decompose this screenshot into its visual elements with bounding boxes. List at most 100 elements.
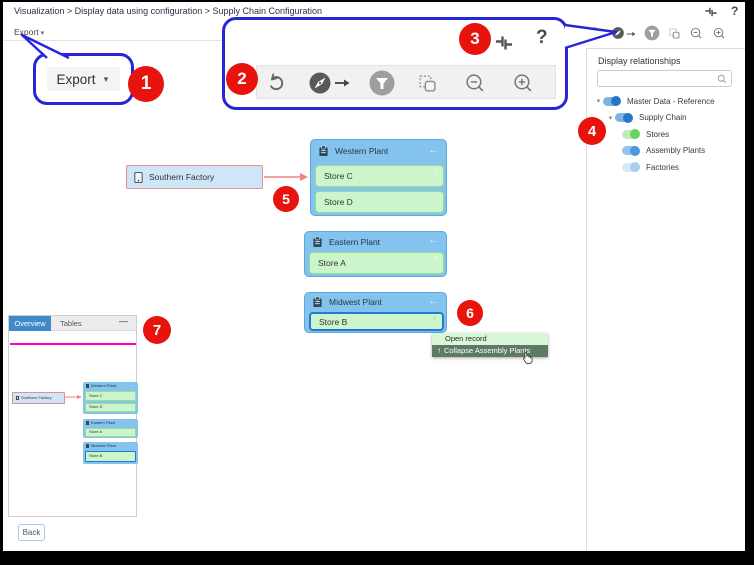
- export-menu-label: Export: [14, 27, 39, 37]
- plant-title: Midwest Plant: [329, 297, 382, 307]
- relationship-tree: ▾ Master Data - Reference ▾ Supply Chain…: [587, 93, 745, 176]
- navigate-arrow-icon: [334, 77, 350, 89]
- factory-icon: [134, 171, 143, 183]
- callout-badge-6: 6: [457, 300, 483, 326]
- callout-badge-3: 3: [459, 23, 491, 55]
- panel-title: Display relationships: [598, 56, 681, 66]
- tree-row-stores: Stores: [587, 126, 745, 143]
- eastern-plant-group[interactable]: Eastern Plant ← Store A ↑: [304, 231, 447, 277]
- collapse-up-arrow-icon[interactable]: ↑: [433, 166, 439, 176]
- collapse-left-arrow-icon[interactable]: ←: [428, 234, 439, 246]
- fit-view-icon[interactable]: [704, 5, 718, 19]
- callout-badge-4: 4: [578, 117, 606, 145]
- collapse-left-arrow-icon[interactable]: ←: [428, 144, 439, 156]
- mini-label: Store B: [89, 453, 103, 458]
- copy-icon[interactable]: [417, 73, 438, 94]
- plant-icon: [313, 296, 322, 308]
- plant-title: Western Plant: [335, 146, 389, 156]
- minimap-midwest-plant: Midwest Plant← Store B: [83, 442, 138, 464]
- filter-icon[interactable]: [369, 70, 395, 96]
- toggle-assembly-plants[interactable]: [622, 145, 640, 156]
- tree-expand-icon[interactable]: ▾: [608, 114, 613, 122]
- tab-tables[interactable]: Tables: [60, 318, 82, 328]
- tree-row-master-data: ▾ Master Data - Reference: [587, 93, 745, 110]
- minimap-eastern-plant: Eastern Plant← Store A: [83, 419, 138, 438]
- back-button[interactable]: Back: [18, 524, 45, 541]
- zoom-in-icon[interactable]: [513, 73, 534, 94]
- mini-label: Store A: [89, 429, 103, 434]
- overview-panel: Overview Tables — Southern Factory Weste…: [8, 315, 138, 517]
- collapse-left-arrow-icon[interactable]: ←: [428, 295, 439, 307]
- toggle-supply-chain[interactable]: [615, 112, 633, 123]
- minimap-southern-factory: Southern Factory: [12, 392, 65, 404]
- navigate-compass-icon[interactable]: [308, 71, 332, 95]
- plant-icon: [313, 235, 322, 247]
- mini-label: Midwest Plant: [91, 443, 116, 448]
- chevron-down-icon: ▾: [103, 73, 109, 84]
- callout-badge-1: 1: [128, 66, 164, 102]
- navigate-arrow-icon: [626, 30, 636, 38]
- tree-label: Master Data - Reference: [627, 96, 715, 106]
- southern-factory-node[interactable]: Southern Factory: [126, 165, 263, 189]
- tab-overview[interactable]: Overview: [9, 315, 51, 331]
- mini-label: Store C: [89, 392, 103, 398]
- export-button-zoomed[interactable]: Export ▾: [47, 67, 120, 91]
- store-c-node[interactable]: Store C ↑: [315, 165, 444, 187]
- midwest-plant-group[interactable]: Midwest Plant ← Store B ↑: [304, 292, 447, 333]
- tree-label: Factories: [646, 162, 679, 172]
- tree-label: Supply Chain: [639, 113, 687, 123]
- zoom-in-icon[interactable]: [713, 27, 726, 40]
- toolbar-strip: [256, 65, 556, 99]
- collapse-up-arrow-icon[interactable]: ↑: [432, 314, 438, 324]
- plant-header[interactable]: Eastern Plant ←: [305, 232, 446, 251]
- store-label: Store D: [324, 197, 353, 207]
- copy-icon[interactable]: [668, 27, 681, 40]
- display-relationships-panel: Display relationships ▾ Master Data - Re…: [586, 48, 745, 551]
- plant-icon: [319, 145, 328, 157]
- search-box[interactable]: [597, 70, 732, 87]
- factory-icon: [16, 396, 19, 400]
- zoom-out-icon[interactable]: [465, 73, 486, 94]
- tree-label: Stores: [646, 129, 670, 139]
- filter-icon[interactable]: [644, 25, 660, 41]
- undo-icon[interactable]: [590, 26, 603, 39]
- toggle-stores[interactable]: [622, 129, 640, 140]
- store-d-node[interactable]: Store D: [315, 191, 444, 213]
- context-menu-open-record[interactable]: Open record: [432, 333, 548, 345]
- overview-tab-bar: Overview Tables —: [9, 315, 136, 331]
- callout-badge-2: 2: [226, 63, 258, 95]
- left-arrow-icon: ←: [131, 382, 136, 388]
- toggle-master-data[interactable]: [603, 96, 621, 107]
- undo-icon[interactable]: [265, 72, 287, 94]
- callout-bubble-export: Export ▾: [33, 53, 134, 105]
- navigate-compass-icon[interactable]: [611, 26, 625, 40]
- export-label: Export: [56, 71, 96, 87]
- help-icon[interactable]: ?: [731, 4, 739, 18]
- left-arrow-icon: ←: [131, 419, 136, 425]
- zoom-out-icon[interactable]: [690, 27, 703, 40]
- callout-badge-5: 5: [273, 186, 299, 212]
- tree-row-supply-chain: ▾ Supply Chain: [587, 110, 745, 127]
- search-input[interactable]: [602, 72, 712, 85]
- mini-label: Western Plant: [91, 383, 117, 388]
- store-a-node[interactable]: Store A ↑: [309, 252, 444, 274]
- node-label: Southern Factory: [149, 172, 215, 182]
- plant-header[interactable]: Western Plant ←: [311, 140, 446, 162]
- context-menu-collapse[interactable]: ↑Collapse Assembly Plants: [432, 344, 548, 357]
- context-menu-collapse-label: Collapse Assembly Plants: [444, 345, 531, 355]
- collapse-up-arrow-icon: ↑: [437, 345, 441, 355]
- hand-cursor: [520, 350, 535, 365]
- tree-expand-icon[interactable]: ▾: [596, 98, 601, 106]
- export-menu-button[interactable]: Export▾: [14, 27, 44, 37]
- collapse-up-arrow-icon[interactable]: ↑: [433, 253, 439, 263]
- toggle-factories[interactable]: [622, 162, 640, 173]
- fit-view-icon[interactable]: [494, 33, 514, 53]
- minimize-icon[interactable]: —: [119, 316, 128, 326]
- mini-label: Southern Factory: [21, 395, 52, 400]
- plant-header[interactable]: Midwest Plant ←: [305, 293, 446, 311]
- western-plant-group[interactable]: Western Plant ← Store C ↑ Store D: [310, 139, 447, 216]
- help-icon[interactable]: ?: [536, 27, 548, 48]
- breadcrumb: Visualization > Display data using confi…: [14, 6, 323, 16]
- store-b-node[interactable]: Store B ↑: [309, 312, 444, 331]
